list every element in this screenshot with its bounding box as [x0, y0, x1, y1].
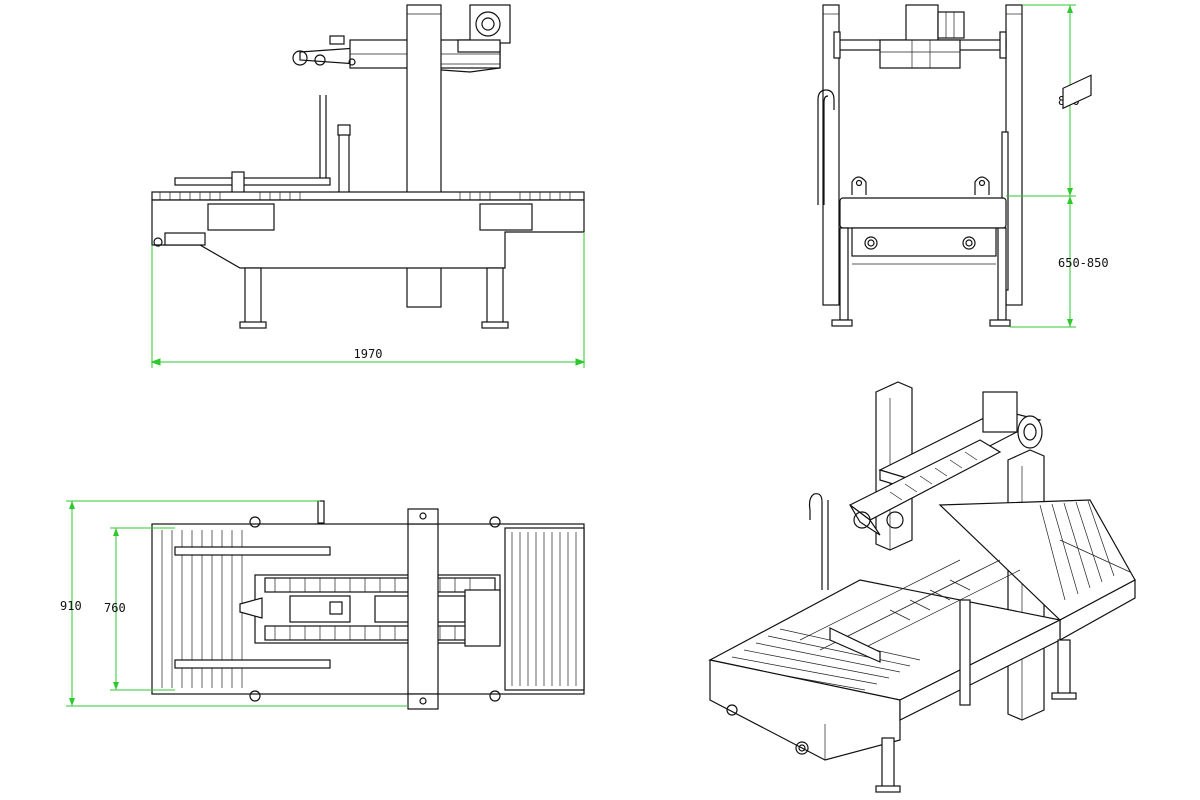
front-leg-right: [486, 267, 504, 325]
dimension-label-1970: 1970: [354, 347, 383, 361]
side-column-left: [822, 4, 840, 306]
top-column-crossbar: [407, 523, 439, 695]
dimension-label-760: 760: [104, 601, 126, 615]
top-rollers-right: [504, 527, 585, 691]
iso-rollers-right: [1039, 500, 1131, 601]
top-view: 910 760: [60, 500, 585, 710]
front-rollers: [159, 192, 571, 200]
side-motor: [905, 4, 939, 42]
dimension-top-width: 910 760: [60, 500, 408, 707]
dimension-label-650-850: 650-850: [1058, 256, 1109, 270]
dimension-front-length: 1970: [150, 232, 586, 368]
isometric-view: [708, 74, 1136, 793]
side-view: 880 650-850: [817, 4, 1109, 328]
front-leg-left: [244, 267, 262, 325]
dimension-label-910: 910: [60, 599, 82, 613]
iso-upper-belt-teeth: [889, 451, 978, 501]
side-table-top: [839, 197, 1007, 229]
front-view: 1970: [150, 4, 586, 368]
front-top-belt: [292, 4, 511, 73]
